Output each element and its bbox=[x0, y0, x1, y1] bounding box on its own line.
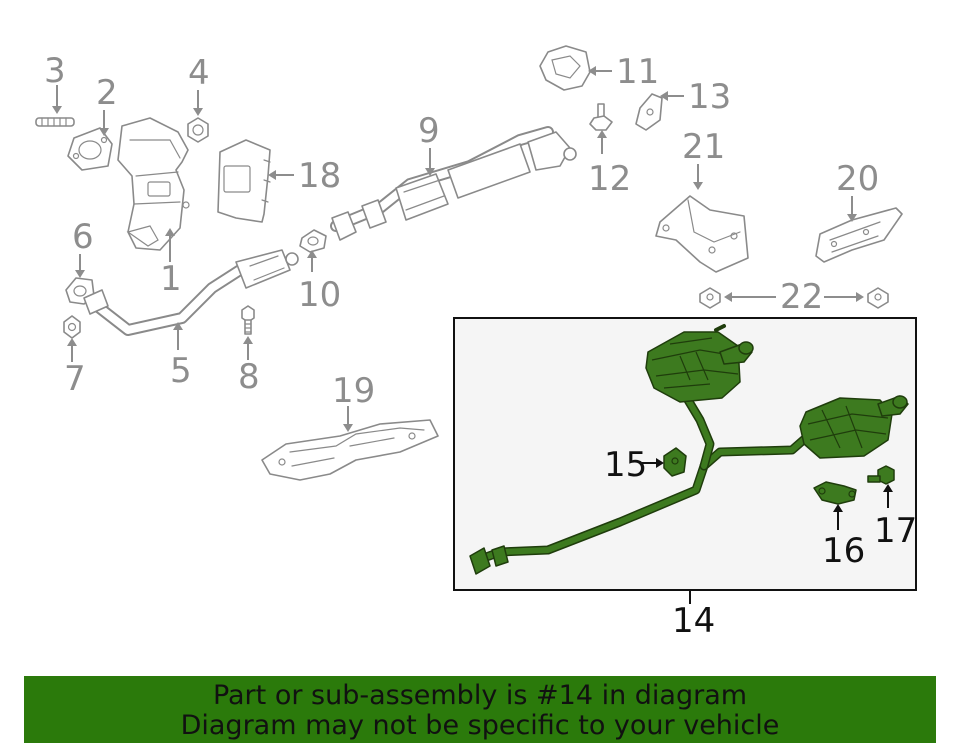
part-19-heat-shield bbox=[261, 419, 439, 481]
part-10-gasket bbox=[299, 229, 327, 253]
callout-1: 1 bbox=[160, 259, 182, 299]
callout-9: 9 bbox=[418, 111, 440, 151]
part-11-bracket bbox=[539, 45, 591, 91]
part-14-muffler-assembly bbox=[469, 324, 909, 575]
part-1-catalytic-converter bbox=[117, 117, 190, 251]
callout-13: 13 bbox=[688, 77, 731, 117]
callout-18: 18 bbox=[298, 156, 341, 196]
callout-10: 10 bbox=[298, 275, 341, 315]
part-2-gasket bbox=[67, 127, 113, 171]
part-17-bolt bbox=[867, 465, 895, 485]
part-22-nut-right bbox=[867, 287, 889, 309]
notice-banner: Part or sub-assembly is #14 in diagram D… bbox=[24, 676, 936, 743]
callout-6: 6 bbox=[72, 217, 94, 257]
part-20-bracket bbox=[815, 207, 903, 263]
callout-12: 12 bbox=[588, 159, 631, 199]
callout-11: 11 bbox=[616, 52, 659, 92]
part-13-gasket bbox=[635, 93, 663, 131]
callout-4: 4 bbox=[188, 53, 210, 93]
callout-15: 15 bbox=[604, 445, 647, 485]
callout-19: 19 bbox=[332, 371, 375, 411]
callout-21: 21 bbox=[682, 127, 725, 167]
part-22-nut-left bbox=[699, 287, 721, 309]
part-16-clamp bbox=[813, 481, 857, 505]
callout-7: 7 bbox=[64, 359, 86, 399]
banner-line-disclaimer: Diagram may not be specific to your vehi… bbox=[180, 710, 780, 741]
part-9-intermediate-pipe bbox=[330, 126, 577, 241]
callout-22: 22 bbox=[780, 277, 823, 317]
part-3-stud bbox=[35, 117, 75, 127]
part-12-bolt bbox=[589, 103, 613, 131]
callout-14: 14 bbox=[672, 601, 715, 641]
callout-17: 17 bbox=[874, 511, 917, 551]
callout-5: 5 bbox=[170, 351, 192, 391]
part-4-nut bbox=[187, 117, 209, 143]
part-21-hanger-bracket bbox=[655, 195, 749, 273]
callout-2: 2 bbox=[96, 73, 118, 113]
part-7-nut bbox=[63, 315, 81, 339]
callout-16: 16 bbox=[822, 531, 865, 571]
part-8-bolt bbox=[241, 305, 255, 335]
part-18-heat-shield bbox=[217, 139, 271, 223]
callout-3: 3 bbox=[44, 51, 66, 91]
callout-8: 8 bbox=[238, 357, 260, 397]
part-5-front-pipe bbox=[83, 249, 299, 336]
banner-line-part-number: Part or sub-assembly is #14 in diagram bbox=[212, 680, 748, 711]
part-15-insulator bbox=[663, 447, 687, 477]
callout-20: 20 bbox=[836, 159, 879, 199]
